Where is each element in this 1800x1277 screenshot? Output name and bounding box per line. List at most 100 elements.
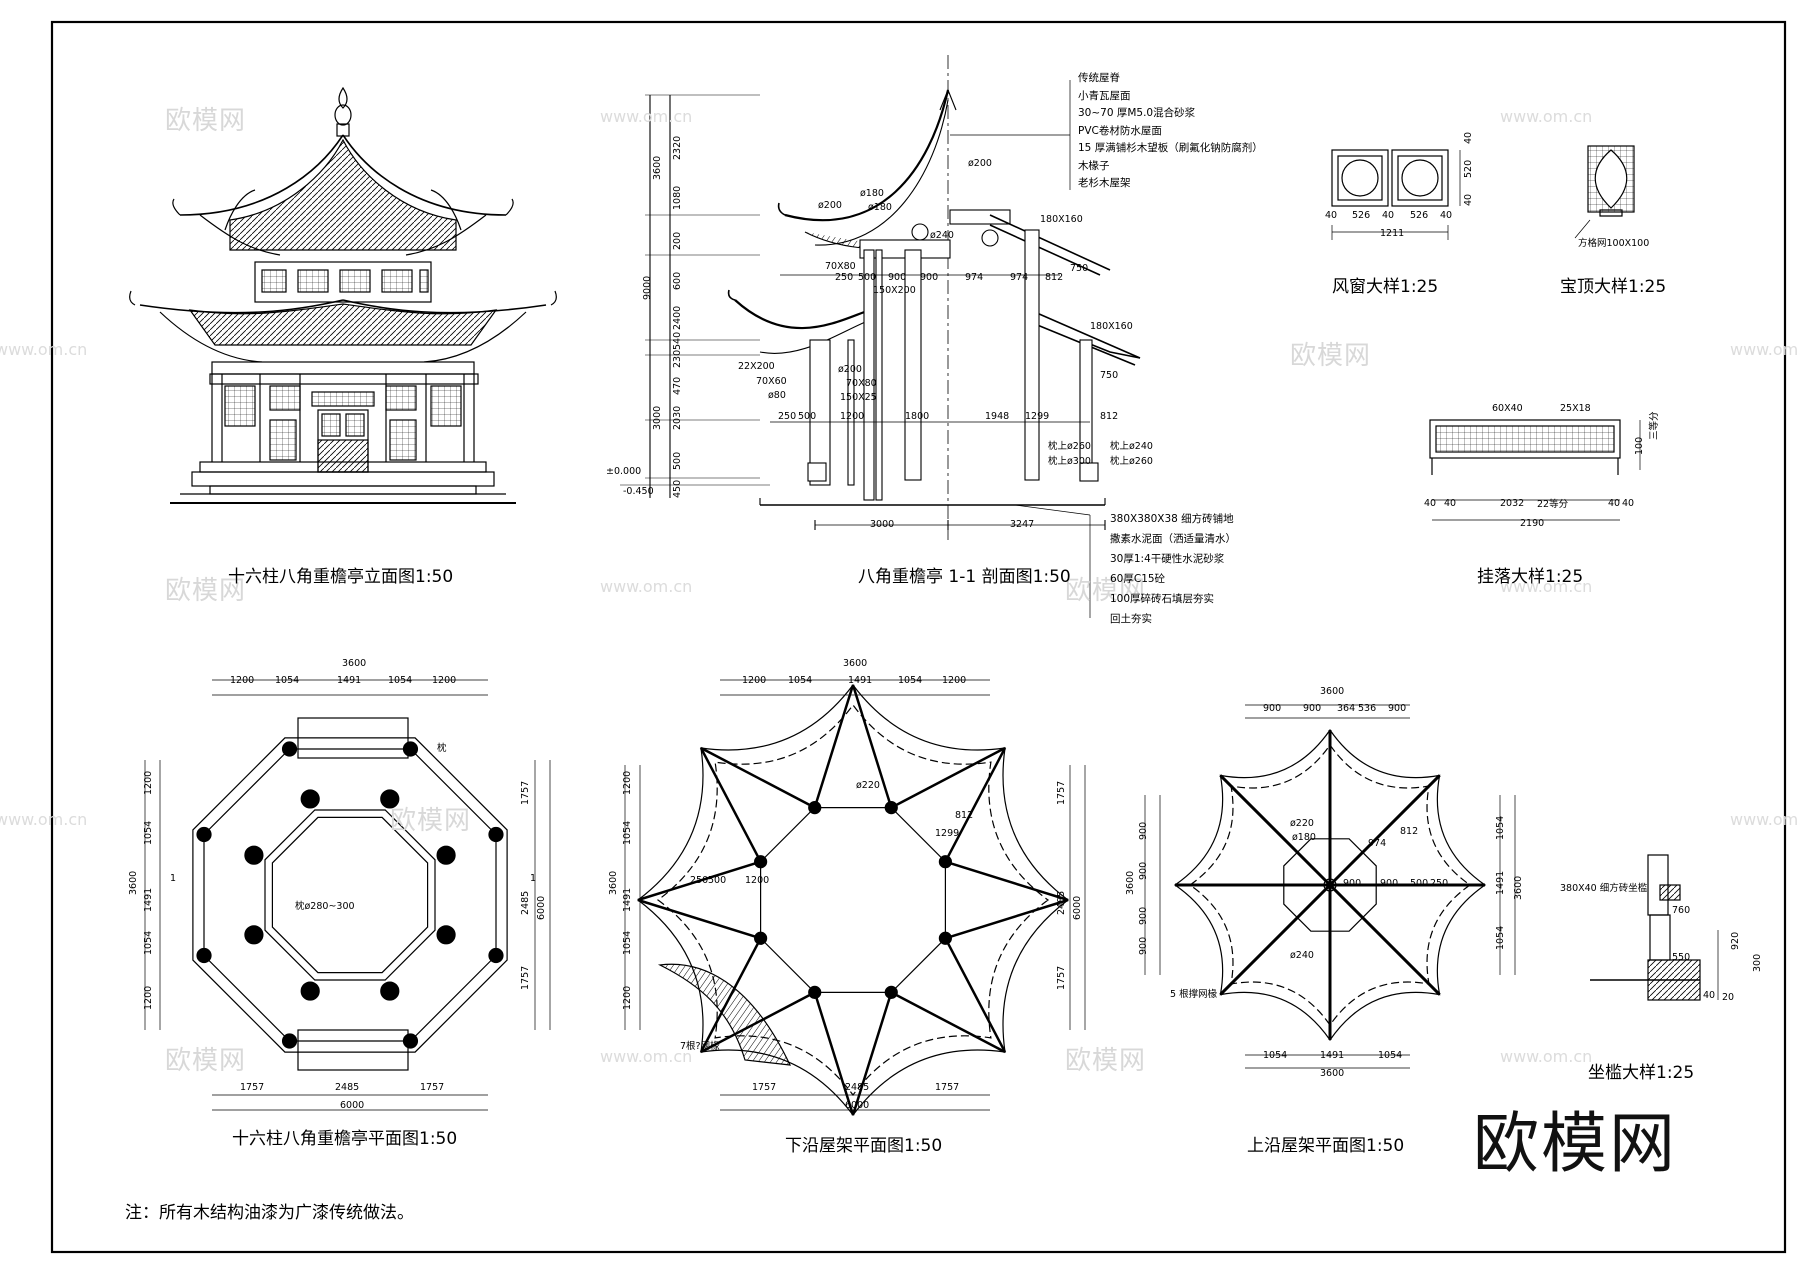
watermark: 欧模网 [1065, 576, 1147, 606]
section-dim: 2030 [672, 405, 683, 430]
outer-column [281, 741, 298, 757]
watermark: 欧模网 [1290, 341, 1372, 371]
lower-roof-dim: 1200 [622, 770, 633, 795]
upper-roof-label: 5 根撑网椽 [1170, 989, 1218, 1000]
lower-roof-dim: 3600 [843, 658, 868, 669]
plan-drawing [144, 679, 551, 1111]
plan-dim: 1200 [143, 985, 154, 1010]
outer-column [488, 826, 504, 843]
member-label: 180X160 [1040, 214, 1083, 225]
lower-roof-label: 1200 [745, 875, 770, 886]
lower-roof-label: 1299 [935, 828, 960, 839]
upper-roof-label: 974 [1368, 838, 1387, 849]
window-detail-drawing [1331, 149, 1461, 240]
column [754, 855, 768, 869]
window-dim: 526 [1410, 210, 1429, 221]
roof-legend-item: 老杉木屋架 [1078, 177, 1131, 189]
hanging-dim: 2190 [1520, 518, 1545, 529]
rafter [700, 746, 816, 809]
section-dim: 2400 [672, 305, 683, 330]
inner-column [380, 789, 400, 809]
section-dim: 500 [798, 411, 817, 422]
plan-dim: 1491 [143, 887, 154, 912]
lower-roof-dim: 6000 [845, 1100, 870, 1111]
upper-roof-label: 250 [1430, 878, 1449, 889]
section-dim: 230 [672, 349, 683, 368]
member-label: 枕上ø300 [1048, 456, 1091, 467]
window-dim: 40 [1463, 131, 1474, 144]
upper-roof-dim: 1054 [1263, 1050, 1288, 1061]
lower-roof-dim: 1054 [788, 675, 813, 686]
hanging-dim: 2032 [1500, 498, 1525, 509]
rafter [813, 992, 855, 1116]
hanging-detail-drawing [1429, 419, 1641, 521]
floor-legend-item: 回土夯实 [1110, 613, 1152, 625]
section-dim: 1800 [905, 411, 930, 422]
floor-legend-item: 100厚碎砖石填层夯实 [1110, 593, 1215, 605]
plan-dim: 1054 [388, 675, 413, 686]
member-label: 70X60 [756, 376, 787, 387]
finial-detail-title: 宝顶大样1:25 [1560, 277, 1667, 297]
member-label: 150X200 [873, 285, 916, 296]
lower-roof-dim: 1757 [935, 1082, 960, 1093]
bench-dim: 40 [1703, 990, 1716, 1001]
section-dim: 200 [672, 231, 683, 250]
outer-column [488, 947, 504, 964]
upper-roof-dim: 900 [1388, 703, 1407, 714]
floor-legend-item: 撒素水泥面（洒适量清水） [1110, 533, 1236, 545]
section-dim: 900 [888, 272, 907, 283]
lower-roof-dim: 1054 [898, 675, 923, 686]
member-label: 70X80 [825, 261, 856, 272]
watermark-url: www.om.cn [600, 107, 693, 126]
bench-dim: 20 [1722, 992, 1735, 1003]
inner-column [244, 845, 264, 865]
member-label: ø180 [868, 202, 892, 213]
hanging-dim: 三等分 [1649, 411, 1660, 440]
plan-dim: 1200 [230, 675, 255, 686]
outer-column [196, 947, 212, 964]
plan-dim: 1757 [520, 965, 531, 990]
lower-roof-drawing [624, 679, 1086, 1116]
upper-roof-label: ø240 [1290, 950, 1314, 961]
member-label: 70X80 [846, 378, 877, 389]
window-detail-title: 风窗大样1:25 [1332, 277, 1439, 297]
watermark-url: www.om.cn [0, 810, 88, 829]
hanging-dim: 100 [1634, 436, 1645, 455]
member-label: ø200 [818, 200, 842, 211]
inner-column [300, 789, 320, 809]
section-dim: 500 [672, 451, 683, 470]
member-label: ø200 [968, 158, 992, 169]
rafter [851, 684, 893, 808]
column [884, 801, 898, 815]
lower-roof-label: ø220 [856, 780, 880, 791]
section-dim: 600 [672, 271, 683, 290]
section-title: 八角重檐亭 1-1 剖面图1:50 [858, 567, 1071, 587]
hanging-dim: 40 [1424, 498, 1437, 509]
lower-roof-dim: 3600 [608, 870, 619, 895]
upper-roof-dim: 364 [1337, 703, 1356, 714]
upper-roof-dim: 3600 [1320, 1068, 1345, 1079]
floor-legend-item: 60厚C15砼 [1110, 573, 1166, 585]
lower-roof-dim: 1200 [942, 675, 967, 686]
hanging-dim: 25X18 [1560, 403, 1591, 414]
lower-roof-title: 下沿屋架平面图1:50 [785, 1136, 943, 1156]
column [884, 985, 898, 999]
section-drawing [620, 55, 1141, 618]
roof-legend-item: 小青瓦屋面 [1078, 89, 1131, 102]
hip-rafter [1328, 774, 1441, 887]
upper-roof-label: 900 [1380, 878, 1399, 889]
plan-label: 枕 [437, 743, 447, 754]
section-dim: 812 [1045, 272, 1064, 283]
section-mark: 1 [170, 873, 177, 884]
floor-legend-item: 30厚1:4干硬性水泥砂浆 [1110, 553, 1225, 565]
watermark-url: www.om.cn [600, 577, 693, 596]
member-label: 枕上ø260 [1110, 456, 1153, 467]
lower-roof-dim: 1054 [622, 930, 633, 955]
section-dim: 9000 [642, 275, 653, 300]
member-label: 750 [1100, 370, 1119, 381]
section-dim: 2320 [672, 135, 683, 160]
member-label: 枕上ø260 [1048, 441, 1091, 452]
lower-roof-dim: 2485 [845, 1082, 870, 1093]
